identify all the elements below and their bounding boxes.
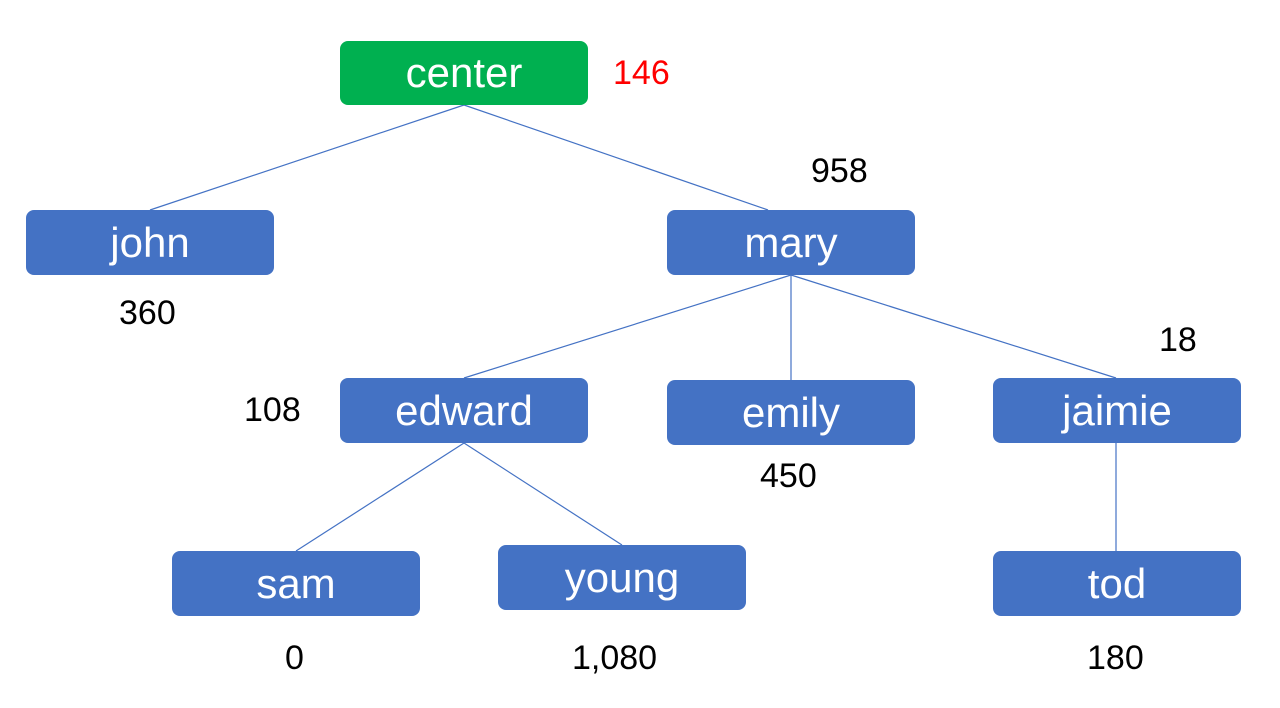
value-emily: 450 [760,457,817,495]
node-young[interactable]: young [498,545,746,610]
value-jaimie: 18 [1159,321,1197,359]
node-emily[interactable]: emily [667,380,915,445]
node-mary[interactable]: mary [667,210,915,275]
node-label-edward: edward [395,386,533,434]
node-edward[interactable]: edward [340,378,588,443]
node-jaimie[interactable]: jaimie [993,378,1241,443]
edge-edward-sam [295,442,465,552]
value-young: 1,080 [572,639,658,677]
value-john: 360 [119,294,176,332]
edge-center-mary [463,104,769,211]
value-sam: 0 [285,639,304,677]
value-center: 146 [613,54,670,92]
node-label-tod: tod [1087,559,1147,607]
edge-mary-edward [463,274,792,379]
value-tod: 180 [1087,639,1144,677]
node-label-sam: sam [256,559,336,607]
node-center[interactable]: center [340,41,588,105]
node-label-young: young [564,553,680,601]
value-edward: 108 [244,391,301,429]
node-tod[interactable]: tod [993,551,1241,616]
edge-mary-jaimie [790,274,1117,379]
edge-center-john [149,104,465,211]
node-label-john: john [110,218,190,266]
value-mary: 958 [811,152,868,190]
edge-edward-young [463,442,623,546]
node-john[interactable]: john [26,210,274,275]
node-sam[interactable]: sam [172,551,420,616]
node-label-jaimie: jaimie [1062,386,1172,434]
node-label-center: center [405,49,523,96]
node-label-mary: mary [744,218,838,266]
node-label-emily: emily [741,388,840,436]
